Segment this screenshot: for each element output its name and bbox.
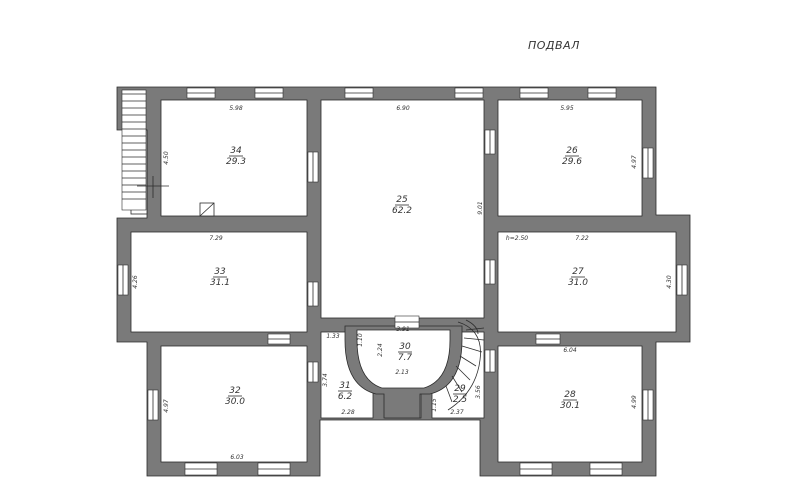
dimension-label: 3.74 <box>322 373 329 387</box>
room-28 <box>497 345 643 463</box>
dimension-label: 4.97 <box>631 155 638 169</box>
room-number: 29 <box>454 384 466 394</box>
dimension-label: 5.98 <box>229 105 243 112</box>
room-27 <box>497 231 677 333</box>
room-area: 31.1 <box>210 278 230 288</box>
dimension-label: 2.13 <box>395 369 409 376</box>
room-area: 62.2 <box>392 206 412 216</box>
dimension-label: 7.22 <box>575 235 589 242</box>
room-number: 31 <box>339 381 350 391</box>
room-32 <box>160 345 308 463</box>
room-area: 6.2 <box>338 392 353 402</box>
room-33 <box>130 231 308 333</box>
dimension-label: h=2.50 <box>506 235 528 242</box>
room-number: 26 <box>566 146 578 156</box>
dimension-label: 4.97 <box>163 399 170 413</box>
room-number: 25 <box>396 195 408 205</box>
dimension-label: 1.15 <box>431 398 438 412</box>
room-number: 30 <box>399 342 411 352</box>
dimension-label: 4.50 <box>163 151 170 165</box>
rooms <box>130 99 677 463</box>
dimension-label: 3.91 <box>396 326 409 333</box>
dimension-label: 6.03 <box>230 454 244 461</box>
room-number: 27 <box>572 267 584 277</box>
room-area: 29.3 <box>226 157 246 167</box>
windows <box>117 87 688 476</box>
room-30-bowl <box>344 325 463 419</box>
room-number: 28 <box>564 390 576 400</box>
room-area: 31.0 <box>568 278 588 288</box>
room-area: 30.1 <box>560 401 580 411</box>
room-34 <box>160 99 308 217</box>
dimension-label: 6.90 <box>396 105 410 112</box>
dimension-label: 7.29 <box>209 235 223 242</box>
dimension-label: 5.95 <box>560 105 574 112</box>
staircase-spiral <box>445 319 485 411</box>
room-area: 2.5 <box>453 395 468 405</box>
room-area: 29.6 <box>562 157 582 167</box>
dimension-label: 3.56 <box>475 385 482 399</box>
dimension-label: 2.28 <box>341 409 355 416</box>
dimension-label: 4.99 <box>631 395 638 409</box>
room-number: 34 <box>230 146 242 156</box>
room-area: 7.7 <box>398 353 413 363</box>
staircase-left <box>121 89 147 211</box>
dimension-label: 1.33 <box>326 333 340 340</box>
dimension-label: 4.26 <box>132 275 139 289</box>
room-number: 32 <box>229 386 241 396</box>
plan-title: ПОДВАЛ <box>528 39 580 52</box>
room-number: 33 <box>214 267 226 277</box>
dimension-label: 1.10 <box>357 333 364 347</box>
dimension-label: 2.37 <box>450 409 464 416</box>
misc-symbols <box>137 176 215 217</box>
room-area: 30.0 <box>225 397 245 407</box>
dimension-label: 6.04 <box>563 347 577 354</box>
dimension-label: 2.24 <box>377 343 384 357</box>
dimension-label: 4.30 <box>666 275 673 289</box>
dimension-label: 9.01 <box>477 201 484 214</box>
room-26 <box>497 99 643 217</box>
